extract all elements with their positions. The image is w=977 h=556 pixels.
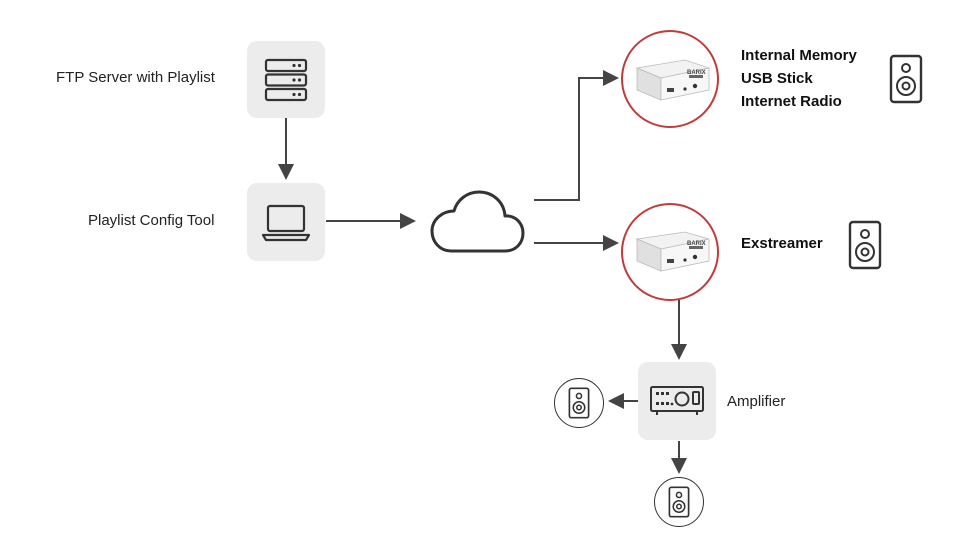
speaker-icon [848, 220, 882, 270]
cloud-icon [430, 190, 525, 253]
exstreamer-label: Exstreamer [741, 235, 823, 252]
arrow-cloud-to-top-device [534, 70, 619, 201]
bottom-speaker-circle [654, 477, 704, 527]
exstreamer-circle: BARIX [621, 203, 719, 301]
source-internal-memory: Internal Memory [741, 47, 857, 64]
source-usb-stick: USB Stick [741, 70, 813, 87]
ftp-server-label: FTP Server with Playlist [56, 69, 215, 86]
source-list: Internal Memory USB Stick Internet Radio [741, 44, 857, 113]
source-internet-radio: Internet Radio [741, 93, 842, 110]
amplifier-tile [638, 362, 716, 440]
server-icon [264, 58, 308, 102]
speaker-icon [668, 486, 690, 518]
exstreamer-brand: BARIX [687, 241, 706, 247]
speaker-icon [568, 387, 590, 419]
left-speaker-circle [554, 378, 604, 428]
barix-device-image [635, 231, 710, 272]
amplifier-icon [650, 386, 704, 415]
config-tool-label: Playlist Config Tool [88, 212, 215, 229]
barix-device-image [635, 59, 711, 101]
laptop-icon [261, 204, 311, 242]
speaker-icon [889, 54, 923, 104]
ftp-server-tile [247, 41, 325, 118]
top-device-brand: BARIX [687, 70, 706, 76]
config-tool-tile [247, 183, 325, 261]
amplifier-label: Amplifier [727, 393, 786, 410]
top-device-circle: BARIX [621, 30, 719, 128]
